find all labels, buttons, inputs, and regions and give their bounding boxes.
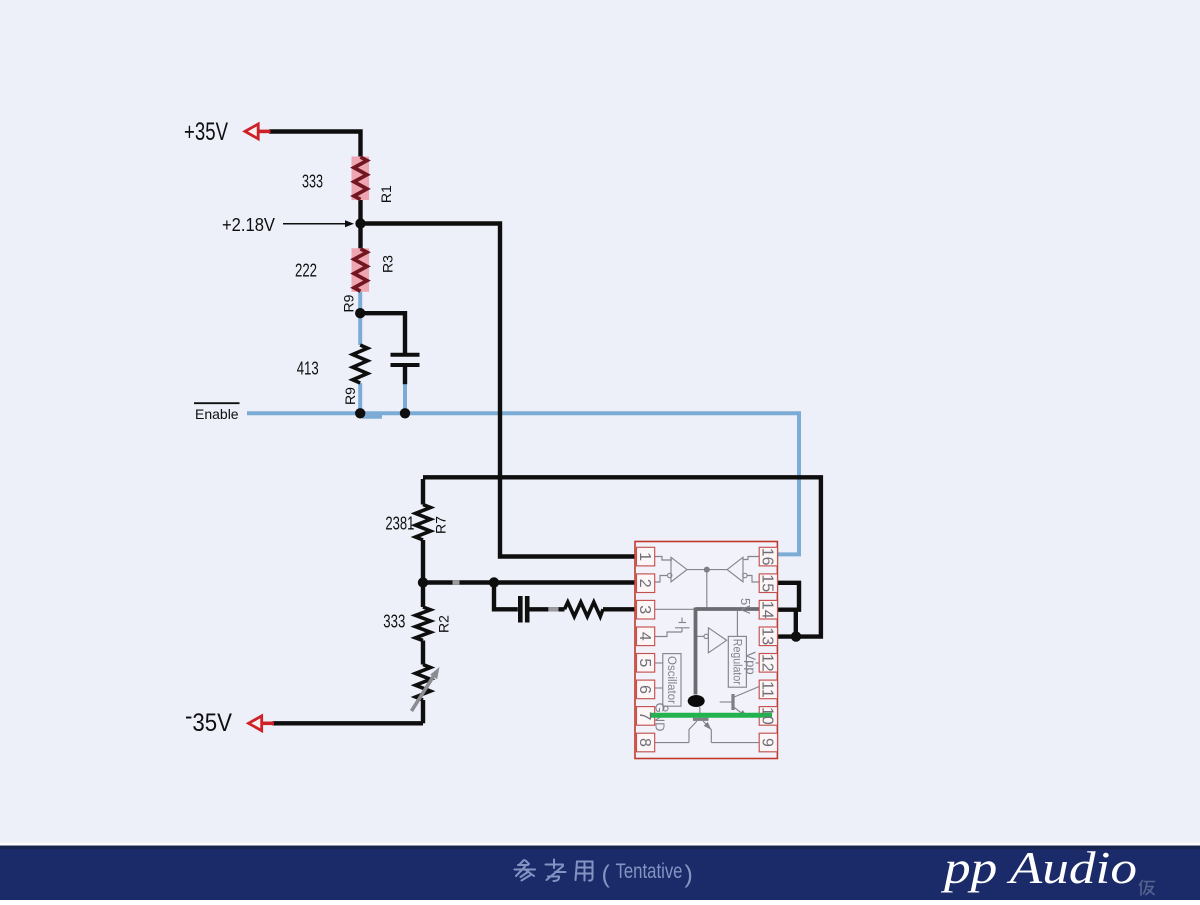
svg-text:11: 11 <box>759 681 776 698</box>
svg-text:8: 8 <box>636 738 653 747</box>
svg-text:Oscillator: Oscillator <box>665 656 677 704</box>
svg-text:R2: R2 <box>435 615 451 633</box>
svg-text:10: 10 <box>759 707 776 725</box>
svg-text:12: 12 <box>759 654 776 672</box>
svg-text:13: 13 <box>759 627 776 645</box>
svg-text:15: 15 <box>759 574 776 592</box>
svg-text:14: 14 <box>759 601 776 619</box>
svg-text:333: 333 <box>302 171 323 191</box>
svg-text:pp Audio: pp Audio <box>940 843 1137 893</box>
svg-text:-35V: -35V <box>185 702 232 737</box>
svg-text:+35V: +35V <box>184 118 228 146</box>
svg-text:Regulator: Regulator <box>730 639 742 685</box>
svg-text:6: 6 <box>636 685 653 694</box>
svg-text:R9: R9 <box>342 387 358 405</box>
svg-text:): ) <box>685 861 693 889</box>
svg-text:16: 16 <box>759 548 776 566</box>
svg-text:Enable: Enable <box>195 406 239 422</box>
svg-text:5: 5 <box>636 658 653 667</box>
svg-text:R3: R3 <box>379 255 395 273</box>
svg-text:(: ( <box>602 861 611 889</box>
svg-text:413: 413 <box>297 358 319 378</box>
svg-text:2381: 2381 <box>385 514 414 534</box>
svg-text:+2.18V: +2.18V <box>222 215 275 235</box>
svg-text:333: 333 <box>383 612 405 632</box>
svg-text:4: 4 <box>636 632 653 641</box>
svg-text:5V: 5V <box>738 598 753 614</box>
svg-text:2: 2 <box>636 579 653 588</box>
svg-text:Vpp: Vpp <box>743 651 758 674</box>
svg-text:R1: R1 <box>378 185 394 203</box>
svg-text:3: 3 <box>636 605 653 614</box>
svg-text:R9: R9 <box>340 294 356 312</box>
svg-text:R7: R7 <box>432 516 448 534</box>
svg-text:222: 222 <box>295 261 317 281</box>
svg-text:7: 7 <box>636 711 653 720</box>
svg-text:Tentative: Tentative <box>616 860 683 883</box>
svg-text:1: 1 <box>636 552 653 561</box>
svg-text:9: 9 <box>759 738 776 747</box>
